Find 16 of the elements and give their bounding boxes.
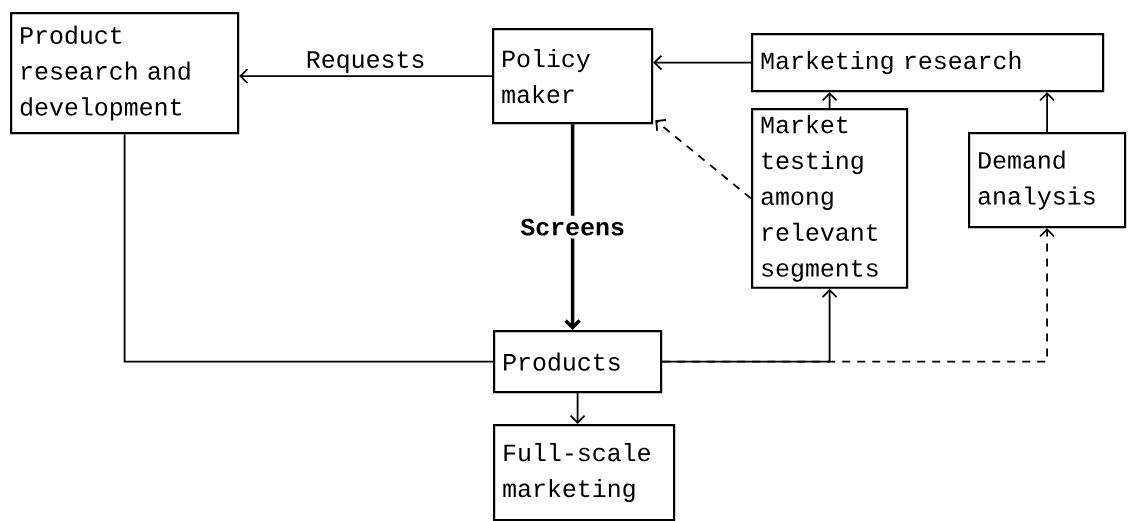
process-box: Policy maker [492,28,654,125]
arrow [569,392,586,424]
arrow [564,124,581,330]
process-box: Demand analysis [968,132,1127,229]
edge-label: Requests [307,51,424,73]
process-box: Product research and development [10,12,240,135]
edge-label: Screens [517,215,628,239]
arrow [1039,92,1055,133]
process-box: Full-scale marketing [493,424,676,521]
process-box: Products [493,330,663,394]
process-box: Market testing among relevant segments [751,108,909,289]
arrow [661,288,838,363]
arrow [653,54,752,71]
process-box: Marketing research [751,33,1105,93]
arrow [655,119,752,200]
arrow [239,68,493,84]
